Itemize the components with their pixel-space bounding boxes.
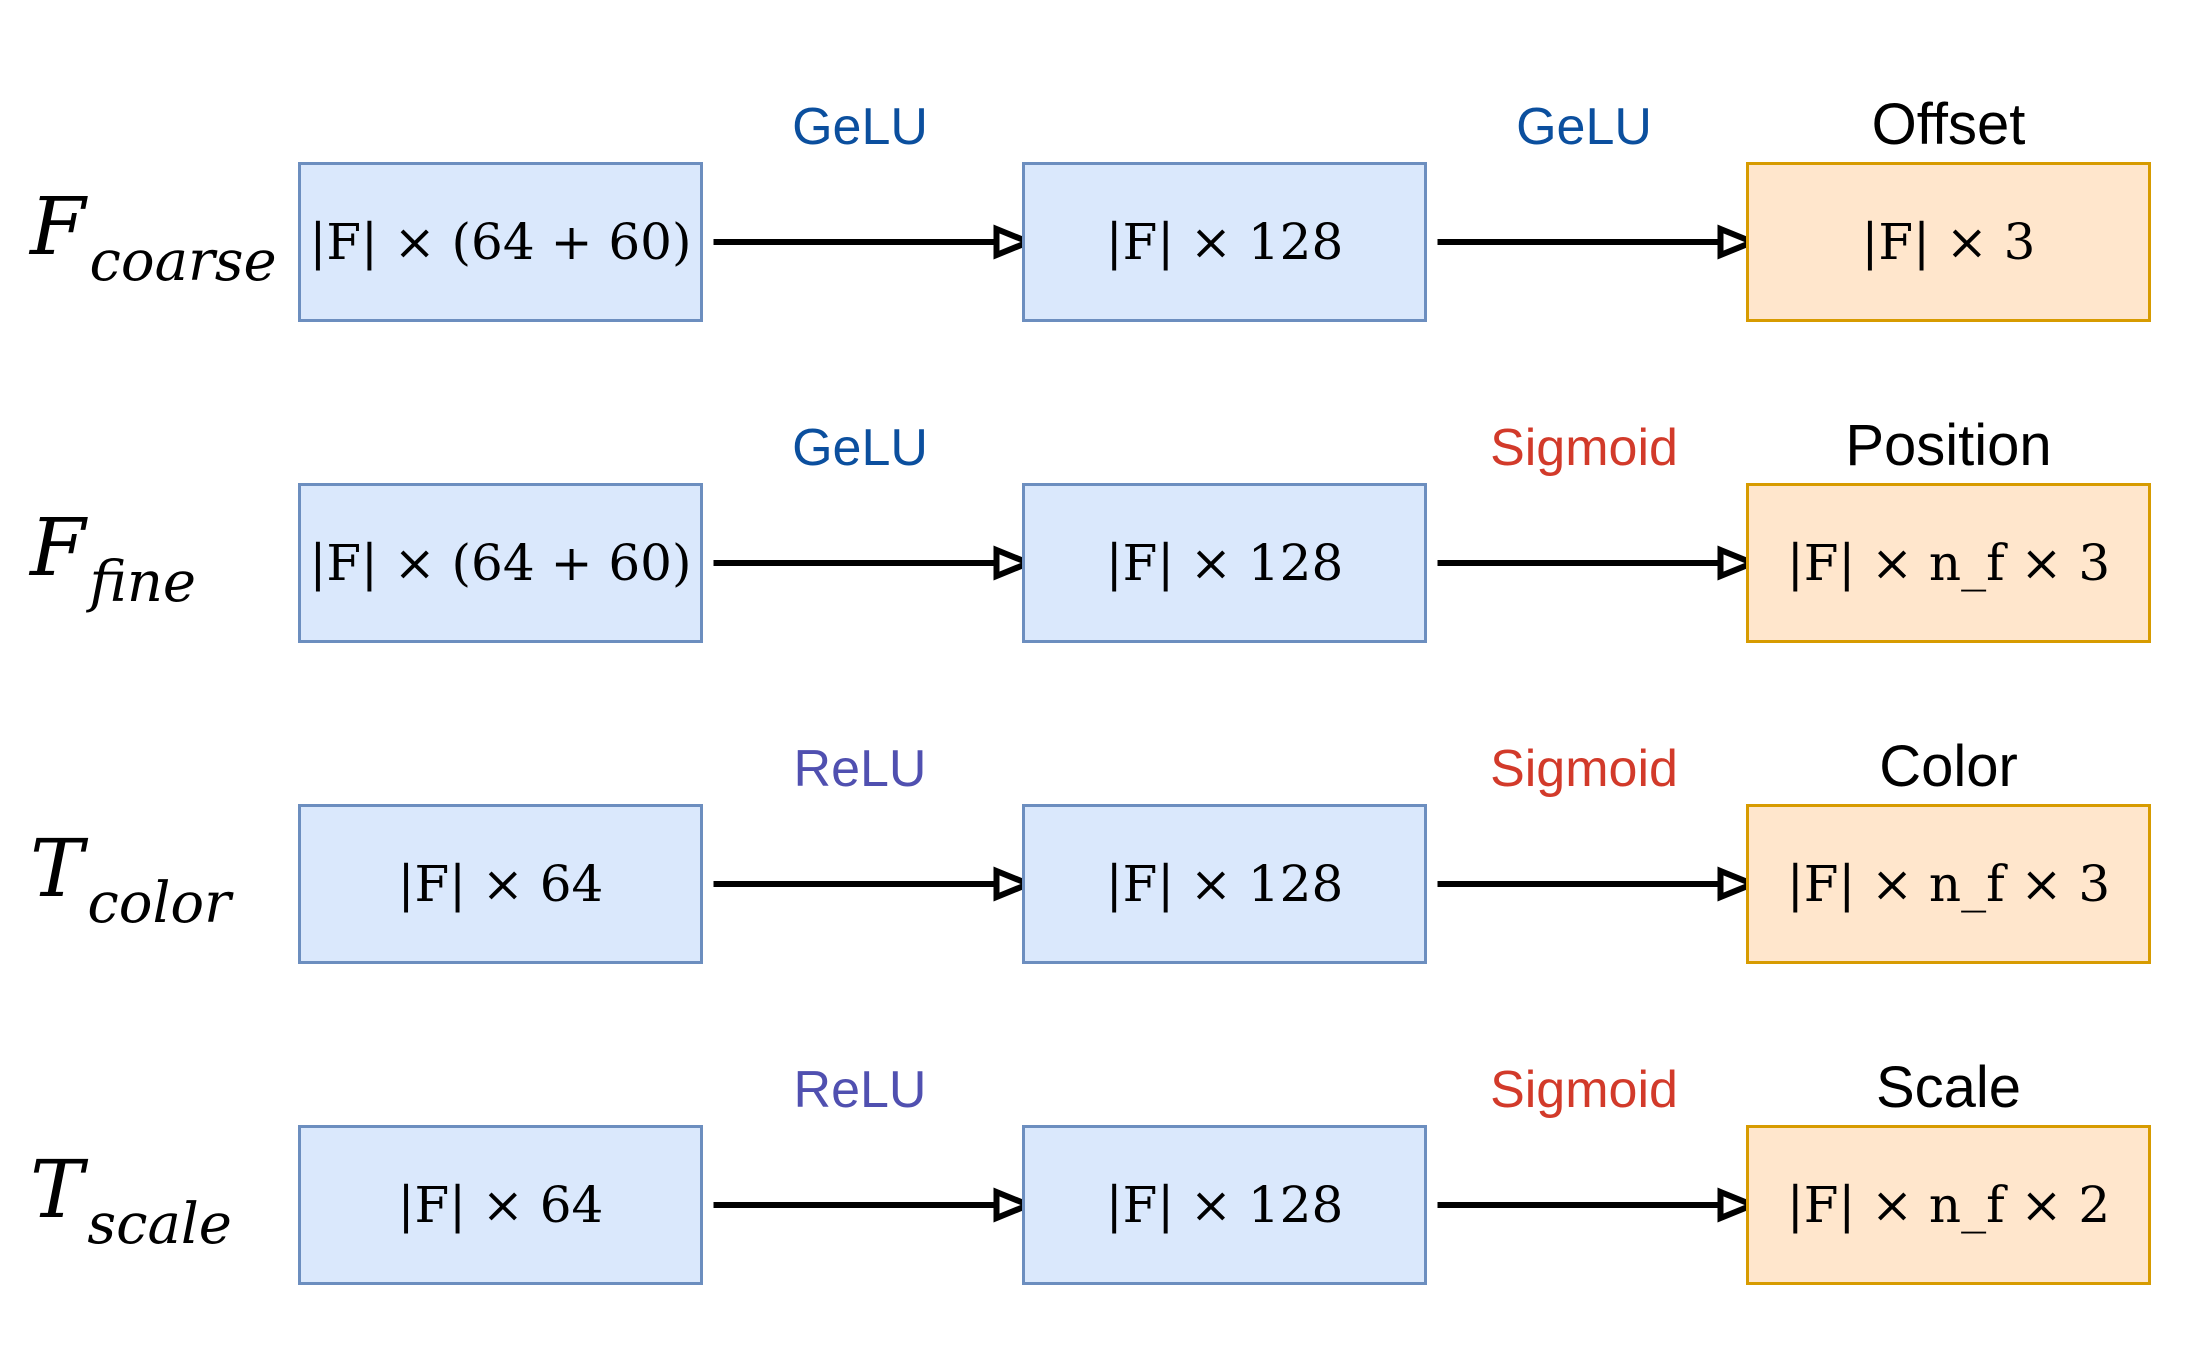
activation-label-2: Sigmoid: [1490, 419, 1678, 477]
row-label: Tcolor: [30, 829, 280, 969]
output-title: Color: [1879, 734, 2018, 799]
arrow-2: [1437, 1187, 1761, 1223]
activation-label-2: Sigmoid: [1490, 740, 1678, 798]
arrow-1: [713, 545, 1037, 581]
row-label-subscript: scale: [87, 1192, 232, 1257]
input-box: |F| × 64: [298, 1125, 703, 1285]
row-t-color: Tcolor |F| × 64 ReLU |F| × 128 Sigmoid C…: [0, 709, 2200, 964]
hidden-box: |F| × 128: [1022, 483, 1427, 643]
output-box-text: |F| × 3: [1861, 213, 2036, 271]
row-f-fine: Ffine |F| × (64 + 60) GeLU |F| × 128 Sig…: [0, 388, 2200, 643]
output-box: |F| × n_f × 2: [1746, 1125, 2151, 1285]
arrow-2: [1437, 545, 1761, 581]
row-f-coarse: Fcoarse |F| × (64 + 60) GeLU |F| × 128 G…: [0, 67, 2200, 322]
row-label: Tscale: [30, 1150, 280, 1290]
output-title: Scale: [1875, 1055, 2022, 1120]
output-box-text: |F| × n_f × 3: [1786, 855, 2111, 913]
row-label: Fcoarse: [30, 187, 280, 327]
row-t-scale: Tscale |F| × 64 ReLU |F| × 128 Sigmoid S…: [0, 1030, 2200, 1285]
input-box: |F| × (64 + 60): [298, 162, 703, 322]
arrow-2: [1437, 866, 1761, 902]
arrow-1: [713, 1187, 1037, 1223]
output-box-text: |F| × n_f × 2: [1786, 1176, 2111, 1234]
input-box: |F| × (64 + 60): [298, 483, 703, 643]
arrow-2: [1437, 224, 1761, 260]
activation-label-1: ReLU: [793, 1061, 927, 1119]
row-label-subscript: fine: [89, 550, 197, 615]
hidden-box: |F| × 128: [1022, 162, 1427, 322]
hidden-box: |F| × 128: [1022, 804, 1427, 964]
row-label: Ffine: [30, 508, 280, 648]
output-title: Position: [1845, 413, 2052, 478]
output-box: |F| × n_f × 3: [1746, 804, 2151, 964]
output-box: |F| × n_f × 3: [1746, 483, 2151, 643]
output-box-text: |F| × n_f × 3: [1786, 534, 2111, 592]
arrow-1: [713, 866, 1037, 902]
activation-label-2: Sigmoid: [1490, 1061, 1678, 1119]
arrow-1: [713, 224, 1037, 260]
row-label-symbol: T: [30, 1143, 84, 1236]
activation-label-1: GeLU: [792, 419, 928, 477]
activation-label-2: GeLU: [1516, 98, 1652, 156]
row-label-subscript: color: [87, 871, 231, 936]
output-title: Offset: [1871, 92, 2026, 157]
output-box: |F| × 3: [1746, 162, 2151, 322]
row-label-symbol: F: [30, 180, 86, 273]
hidden-box: |F| × 128: [1022, 1125, 1427, 1285]
row-label-symbol: T: [30, 822, 84, 915]
activation-label-1: ReLU: [793, 740, 927, 798]
activation-label-1: GeLU: [792, 98, 928, 156]
row-label-subscript: coarse: [89, 229, 277, 294]
input-box: |F| × 64: [298, 804, 703, 964]
row-label-symbol: F: [30, 501, 86, 594]
